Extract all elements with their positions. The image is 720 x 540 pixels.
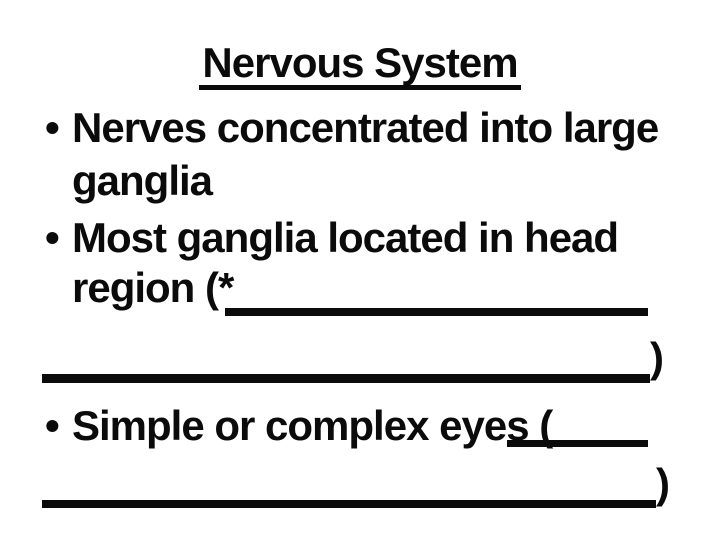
bullet-marker: • [45, 402, 60, 449]
bullet2-line2: region (* [72, 264, 234, 311]
bullet2-line2-text: region (* [72, 264, 234, 311]
fill-in-blank-2 [42, 374, 650, 383]
bullet2-line1-text: Most ganglia located in head [72, 214, 619, 261]
bullet1-line1: • Nerves concentrated into large [45, 104, 659, 151]
bullet-marker: • [45, 214, 60, 261]
bullet1-line2: ganglia [72, 157, 213, 204]
bullet2-line1: • Most ganglia located in head [45, 214, 619, 261]
fill-in-blank-1 [225, 308, 648, 316]
fill-in-blank-4 [42, 500, 656, 508]
slide-title: Nervous System [199, 42, 521, 90]
bullet1-line2-text: ganglia [72, 157, 213, 204]
closing-paren-2: ) [656, 460, 670, 507]
bullet3-line1: • Simple or complex eyes ( [45, 402, 553, 449]
fill-in-blank-3 [507, 440, 648, 447]
closing-paren-1: ) [650, 334, 664, 381]
bullet3-line1-text: Simple or complex eyes ( [72, 402, 553, 449]
bullet-marker: • [45, 104, 60, 151]
bullet1-line1-text: Nerves concentrated into large [72, 104, 659, 151]
slide-title-row: Nervous System [0, 42, 720, 90]
